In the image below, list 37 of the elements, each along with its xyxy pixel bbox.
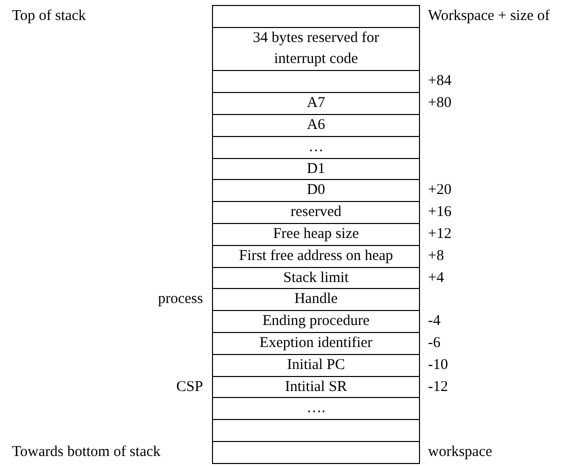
- memory-cell: [212, 441, 420, 464]
- memory-cell: Intitial SR: [212, 376, 420, 398]
- memory-cell: A7: [212, 92, 420, 115]
- memory-cell: [212, 5, 420, 28]
- offset-label: +8: [428, 246, 444, 266]
- memory-cell: First free address on heap: [212, 244, 420, 268]
- memory-cell: D1: [212, 158, 420, 180]
- memory-cell: [212, 70, 420, 94]
- memory-cell: [212, 419, 420, 442]
- memory-cell: …: [212, 136, 420, 159]
- memory-cell: Initial PC: [212, 354, 420, 377]
- stack-position-label: Top of stack: [12, 7, 86, 26]
- offset-label: +80: [428, 94, 452, 114]
- memory-cell: Exeption identifier: [212, 332, 420, 355]
- memory-cell: reserved: [212, 201, 420, 224]
- stack-position-label: process: [158, 290, 203, 310]
- memory-cell: ….: [212, 397, 420, 420]
- offset-label: workspace: [428, 443, 492, 462]
- memory-cell: Stack limit: [212, 266, 420, 290]
- offset-label: -6: [428, 334, 440, 353]
- memory-cell: Handle: [212, 288, 420, 312]
- offset-label: -4: [428, 312, 440, 332]
- stack-position-label: Towards bottom of stack: [12, 443, 161, 462]
- stack-position-label: CSP: [176, 378, 203, 397]
- offset-label: Workspace + size of: [428, 7, 550, 26]
- offset-label: +84: [428, 72, 452, 92]
- offset-label: -10: [428, 356, 448, 375]
- offset-label: +20: [428, 181, 452, 200]
- memory-cell: Ending procedure: [212, 310, 420, 333]
- memory-cell: D0: [212, 179, 420, 202]
- memory-cell: Free heap size: [212, 223, 420, 246]
- offset-label: -12: [428, 378, 448, 397]
- offset-label: +4: [428, 268, 444, 288]
- memory-cell: A6: [212, 114, 420, 137]
- offset-label: +12: [428, 225, 452, 244]
- memory-cell: 34 bytes reserved for interrupt code: [212, 26, 420, 72]
- offset-label: +16: [428, 203, 452, 222]
